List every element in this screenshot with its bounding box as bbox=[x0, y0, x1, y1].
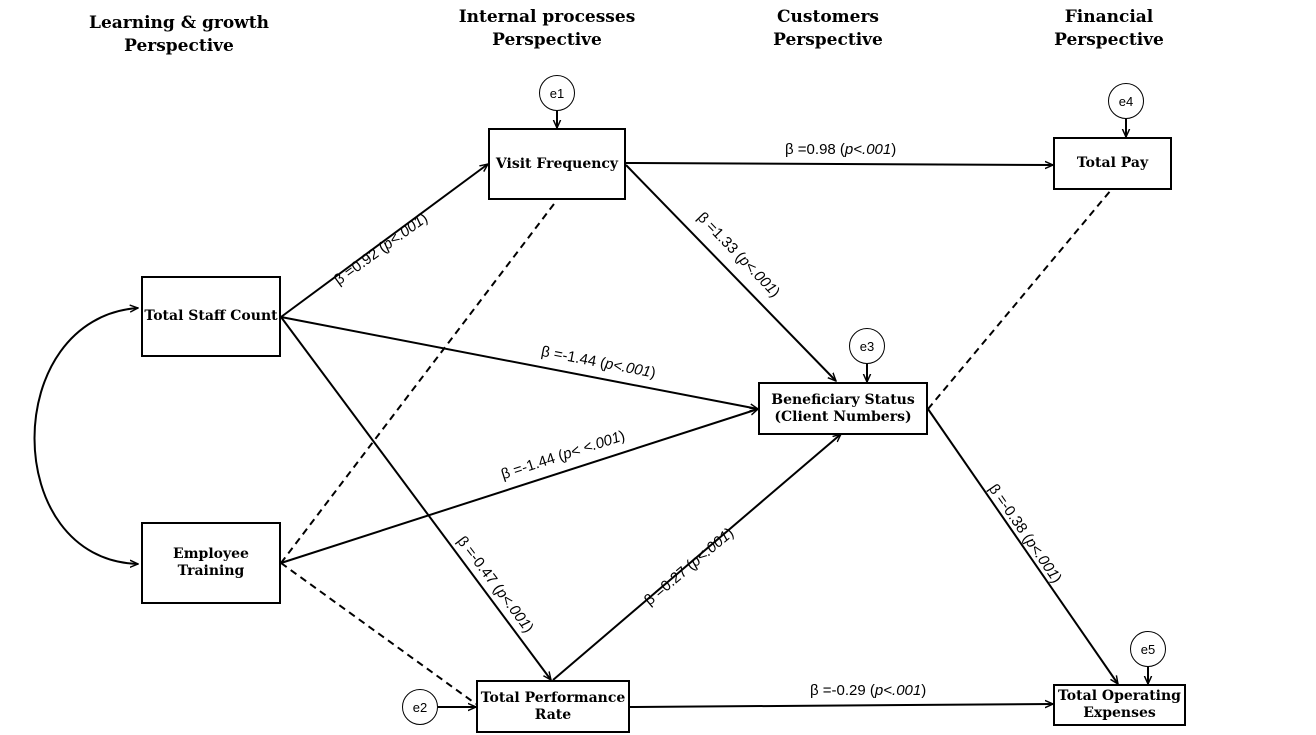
header-internal-line1: Internal processes bbox=[458, 7, 636, 27]
header-learning-line1: Learning & growth bbox=[88, 13, 270, 33]
node-staff-label: Total Staff Count bbox=[144, 308, 278, 324]
error-e4: e4 bbox=[1108, 83, 1144, 119]
node-beneficiary-line2: (Client Numbers) bbox=[774, 408, 912, 425]
path-performance-expenses bbox=[629, 704, 1053, 707]
node-employee-training: Employee Training bbox=[141, 522, 281, 604]
node-visit-frequency: Visit Frequency bbox=[488, 128, 626, 200]
header-financial-line1: Financial bbox=[1064, 7, 1154, 27]
dashed-training-performance bbox=[280, 562, 477, 705]
coef-visit-pay: β =0.98 (p<.001) bbox=[785, 141, 897, 158]
dashed-training-visit bbox=[280, 199, 558, 564]
error-e5: e5 bbox=[1130, 631, 1166, 667]
header-learning-growth: Learning & growth Perspective bbox=[69, 12, 289, 58]
node-performance-line1: Total Performance bbox=[480, 689, 626, 706]
node-performance-line2: Rate bbox=[534, 706, 572, 723]
error-e3: e3 bbox=[849, 328, 885, 364]
coef-visit-pay-beta: β =0.98 bbox=[785, 141, 836, 158]
node-total-operating-expenses: Total Operating Expenses bbox=[1053, 684, 1186, 726]
node-expenses-line2: Expenses bbox=[1083, 705, 1156, 721]
header-customers-line2: Perspective bbox=[773, 30, 883, 50]
node-training-line2: Training bbox=[177, 563, 245, 579]
header-learning-line2: Perspective bbox=[124, 36, 234, 56]
node-total-performance-rate: Total Performance Rate bbox=[476, 680, 630, 733]
node-pay-label: Total Pay bbox=[1076, 155, 1149, 171]
coef-visit-pay-p: p<.001 bbox=[844, 141, 892, 158]
header-customers-line1: Customers bbox=[777, 7, 879, 27]
header-internal-processes: Internal processes Perspective bbox=[437, 6, 657, 52]
header-financial: Financial Perspective bbox=[999, 6, 1219, 52]
node-total-staff-count: Total Staff Count bbox=[141, 276, 281, 357]
path-staff-visit bbox=[280, 164, 488, 318]
node-beneficiary-status: Beneficiary Status (Client Numbers) bbox=[758, 382, 928, 435]
path-visit-pay bbox=[625, 163, 1053, 165]
error-e2: e2 bbox=[402, 689, 438, 725]
path-training-beneficiary bbox=[280, 409, 758, 564]
path-visit-beneficiary bbox=[625, 164, 836, 381]
header-financial-line2: Perspective bbox=[1054, 30, 1164, 50]
path-performance-beneficiary bbox=[552, 434, 841, 681]
path-staff-beneficiary bbox=[280, 316, 758, 409]
header-internal-line2: Perspective bbox=[492, 30, 602, 50]
dashed-beneficiary-pay bbox=[927, 189, 1112, 410]
path-beneficiary-expenses bbox=[927, 408, 1118, 684]
node-expenses-line1: Total Operating bbox=[1058, 688, 1181, 704]
error-e1: e1 bbox=[539, 75, 575, 111]
node-beneficiary-line1: Beneficiary Status bbox=[771, 391, 915, 408]
covariance-arc bbox=[33, 308, 139, 564]
coef-performance-expenses-p: p<.001 bbox=[874, 682, 922, 699]
node-visit-label: Visit Frequency bbox=[495, 155, 619, 172]
node-total-pay: Total Pay bbox=[1053, 137, 1172, 190]
path-staff-performance bbox=[280, 316, 551, 680]
coef-performance-expenses-beta: β =-0.29 bbox=[810, 682, 866, 699]
node-training-line1: Employee bbox=[173, 546, 249, 562]
coef-performance-expenses: β =-0.29 (p<.001) bbox=[810, 682, 927, 699]
header-customers: Customers Perspective bbox=[718, 6, 938, 52]
